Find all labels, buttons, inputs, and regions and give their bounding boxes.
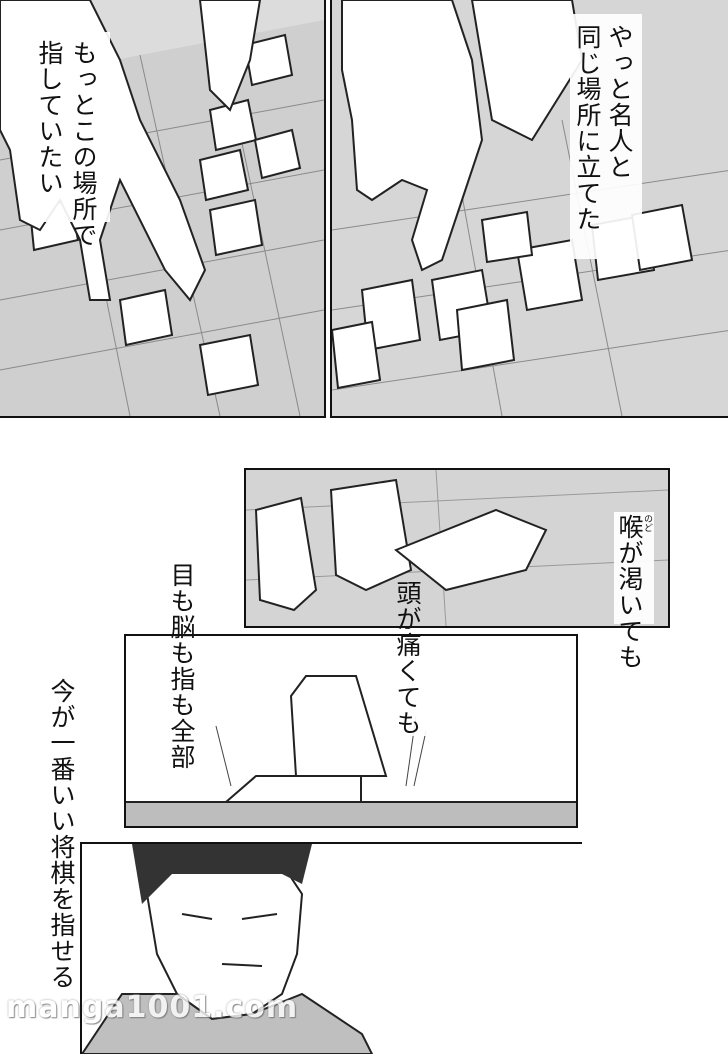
- watermark: manga1001.com: [6, 990, 299, 1025]
- panel-hands-board-left: もっとこの場所で 指していたい: [0, 0, 326, 418]
- dialogue-same-place: 同じ場所に立てた: [573, 24, 602, 232]
- furigana-nodo: のど: [642, 514, 652, 532]
- dialogue-best-shogi-now: 今が一番いい将棋を指せる: [47, 678, 76, 990]
- dialogue-stay-here: もっとこの場所で: [69, 40, 98, 248]
- board-side-drawing: [126, 636, 576, 826]
- piece-drawing: [246, 470, 668, 626]
- panel-hands-board-right: やっと名人と 同じ場所に立てた: [330, 0, 728, 418]
- panel-player-portrait: [80, 842, 582, 1054]
- dialogue-headache: 頭が痛くても: [393, 580, 422, 736]
- board-drawing-right: [332, 0, 728, 416]
- panel-piece-closeup: [244, 468, 670, 628]
- panel-board-side-view: [124, 634, 578, 828]
- dialogue-eyes-brain-fingers: 目も脳も指も全部: [167, 562, 196, 770]
- portrait-drawing: [82, 844, 582, 1054]
- dialogue-finally-meijin: やっと名人と: [605, 24, 634, 180]
- dialogue-thirsty: 喉が渇いても: [615, 514, 644, 670]
- dialogue-keep-playing: 指していたい: [35, 40, 64, 196]
